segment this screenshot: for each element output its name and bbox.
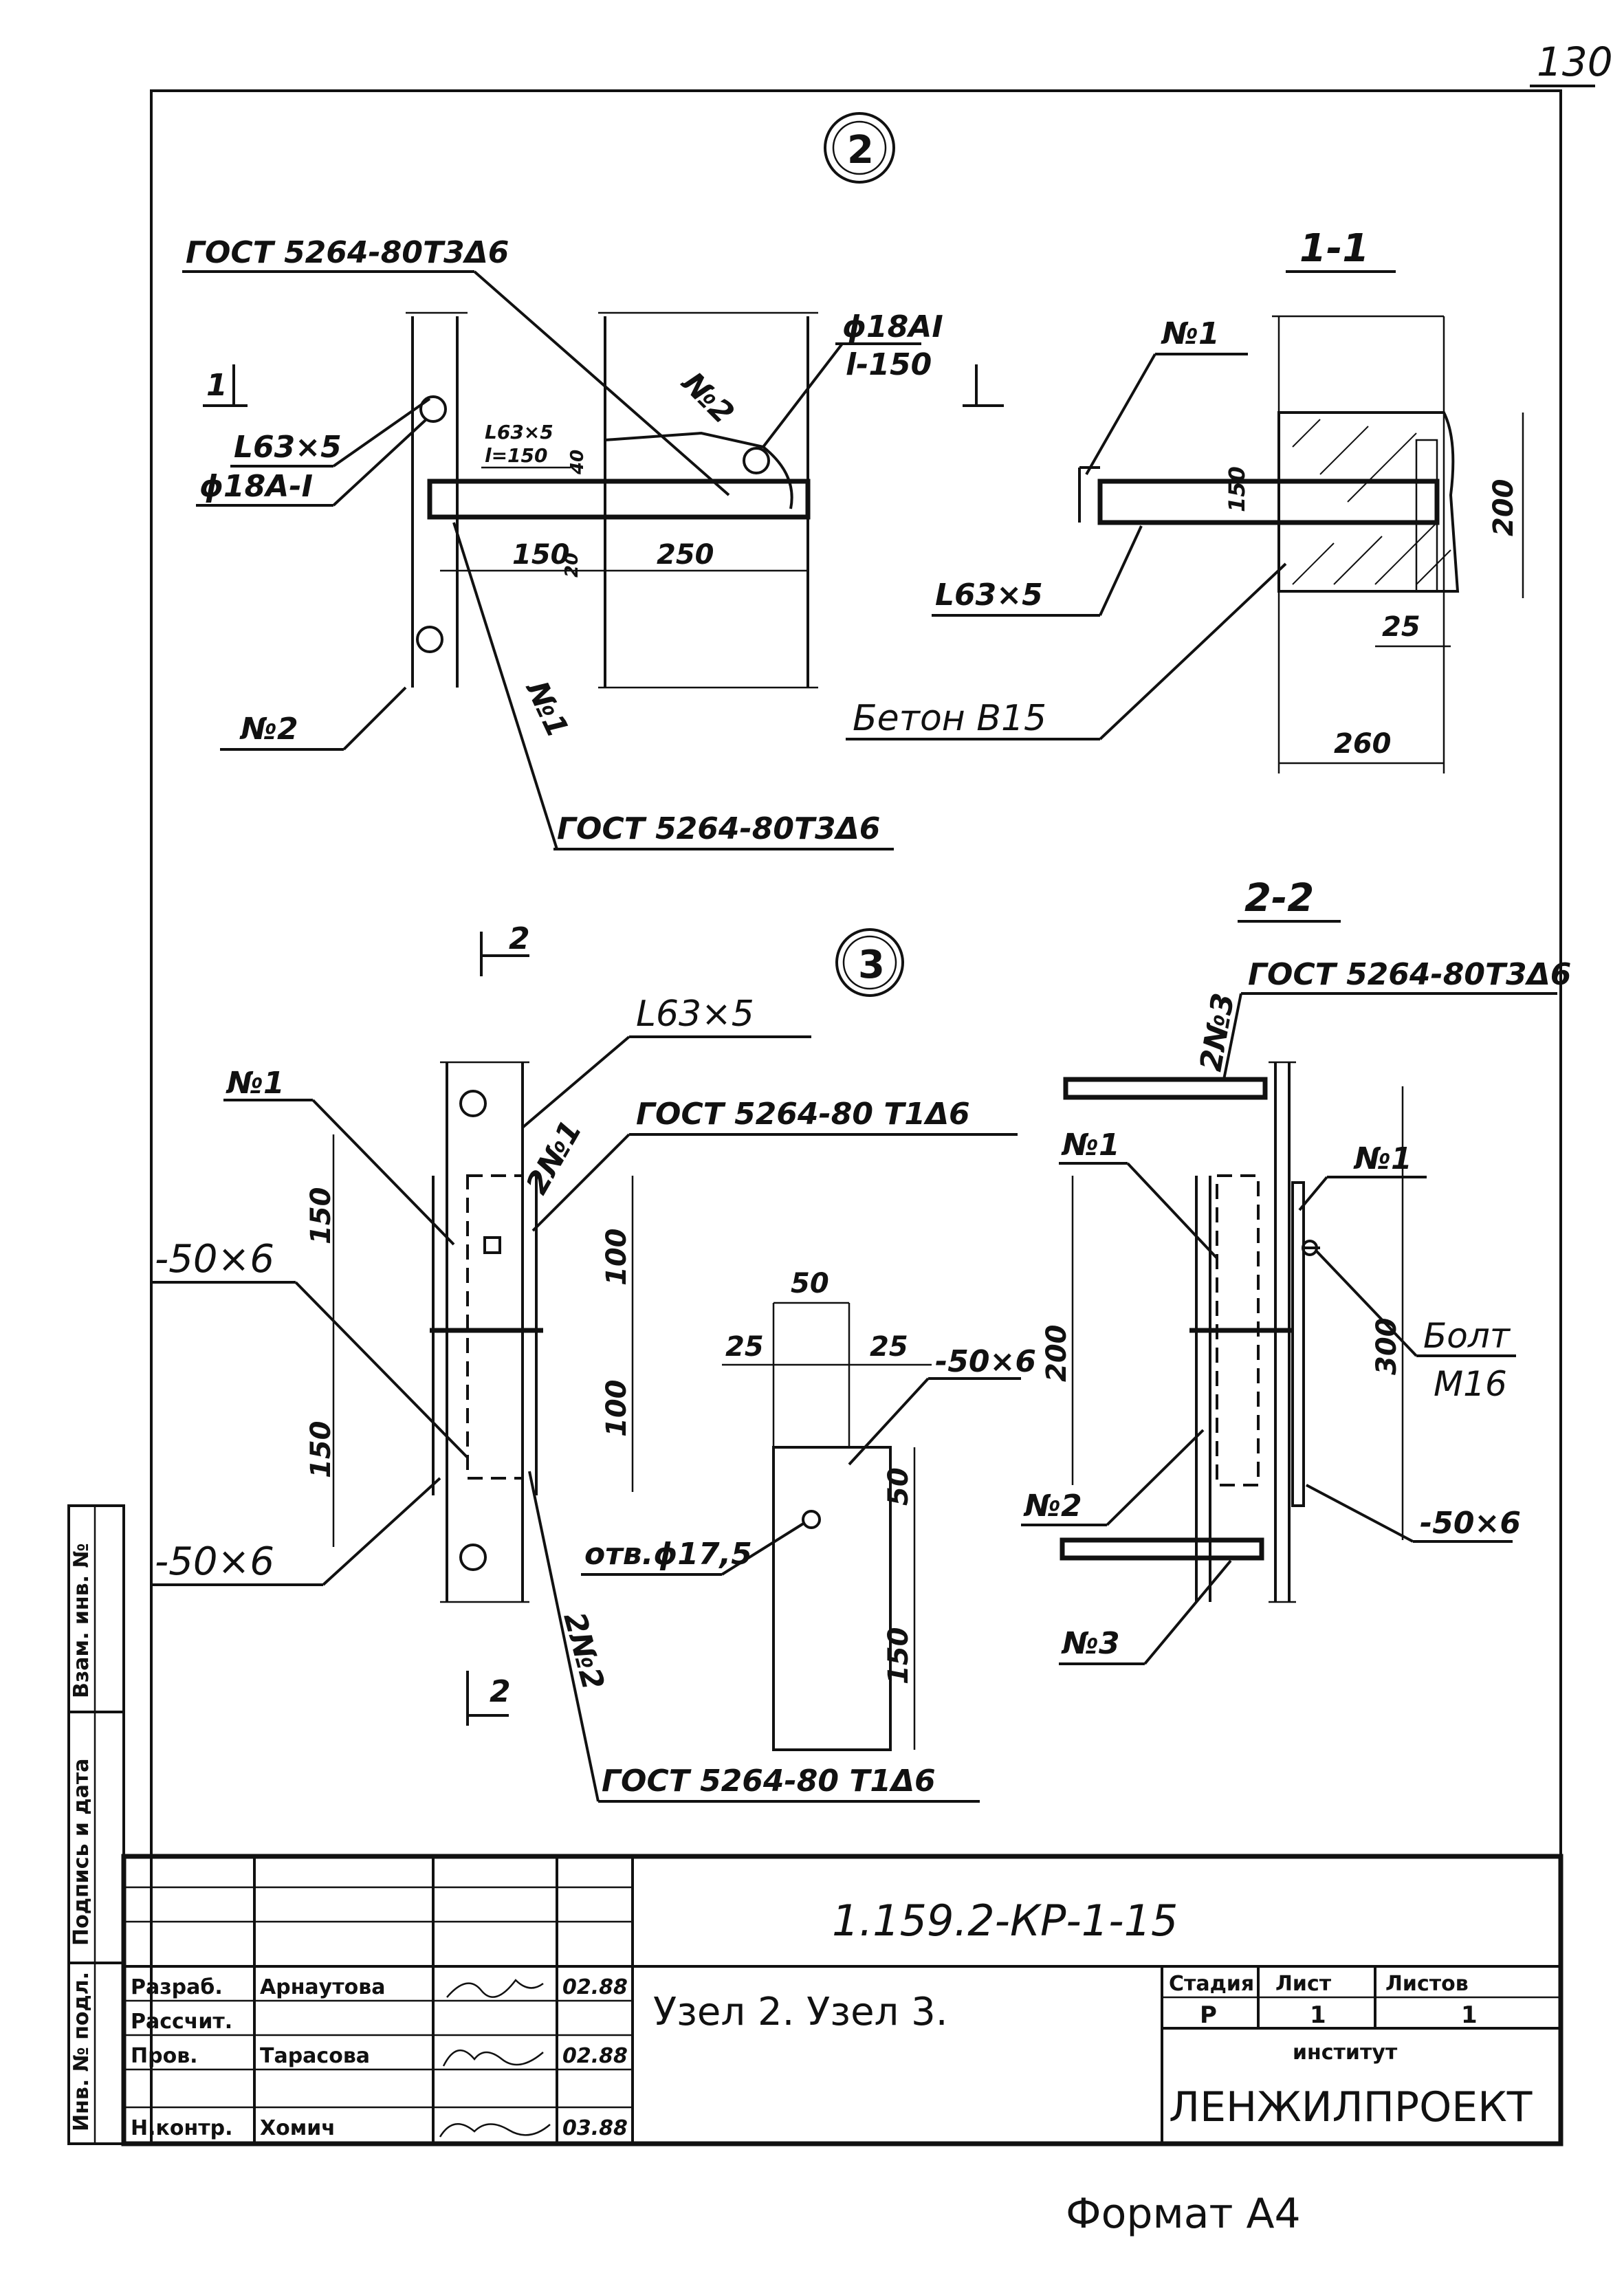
node-3-plate-top: -50×6 — [155, 1237, 274, 1282]
node-2-d18-right: ϕ18АI — [842, 309, 943, 344]
node-2-l63-inner: L63×5 — [485, 421, 553, 443]
plate-dim-50v: 50 — [883, 1467, 914, 1506]
node-2-d18-left: ϕ18А-I — [199, 469, 313, 504]
node-2-circle — [824, 112, 895, 184]
plate-dim-25b: 25 — [870, 1331, 908, 1363]
signature-4 — [439, 2122, 551, 2138]
section-1-1-title: 1-1 — [1299, 226, 1369, 271]
row-2-date: 02.88 — [562, 2044, 628, 2068]
section-1-1-l63x5: L63×5 — [935, 578, 1043, 613]
node-2-l150-inner: l=150 — [485, 444, 548, 467]
section-2-2-plate: -50×6 — [1420, 1506, 1521, 1541]
node-3-dim-150a: 150 — [305, 1187, 337, 1245]
node-2-gost-top: ГОСТ 5264-80Т3Δ6 — [186, 235, 509, 270]
node-2-cut-mark: 1 — [206, 368, 228, 403]
section-2-2-bolt-size: М16 — [1434, 1364, 1507, 1404]
section-2-2-dim-200: 200 — [1041, 1325, 1073, 1383]
node-2-dim-150: 150 — [512, 539, 570, 571]
node-3-cut-mark-top: 2 — [509, 921, 530, 956]
section-2-2-n3: №3 — [1061, 1626, 1120, 1661]
node-3-n1-2: 2№1 — [519, 1114, 589, 1200]
row-0-date: 02.88 — [562, 1975, 628, 1999]
plate-hole — [802, 1510, 821, 1529]
sheets-header: Листов — [1385, 1972, 1469, 1996]
node-3-gost-right: ГОСТ 5264-80 Т1Δ6 — [636, 1097, 970, 1132]
node-3-n1: №1 — [226, 1066, 285, 1101]
node-3-cut-mark-bottom: 2 — [490, 1674, 511, 1709]
node-2-n2-diag: №2 — [674, 364, 741, 431]
sheet-value: 1 — [1310, 2001, 1326, 2029]
node-2-l63x5-left: L63×5 — [234, 430, 342, 465]
plate-detail: 50 25 25 -50×6 50 150 отв.ϕ17,5 — [581, 1268, 1036, 1751]
section-2-2: 2-2 ГОСТ 5264-80Т3Δ6 2№3 №1 №1 200 — [1021, 876, 1571, 1665]
node-2-dim-20: 20 — [562, 553, 582, 578]
section-2-2-gost: ГОСТ 5264-80Т3Δ6 — [1248, 957, 1571, 992]
node-2-dim-40: 40 — [567, 450, 588, 475]
plate-dim-25a: 25 — [725, 1331, 764, 1363]
concrete-hatching — [1292, 419, 1451, 585]
signature-2 — [442, 2049, 544, 2067]
side-stamp: Взам. инв. № Подпись и дата Инв. № подл. — [67, 1504, 125, 2145]
stage-value: Р — [1200, 2001, 1217, 2029]
section-1-1-dim-150: 150 — [1224, 466, 1250, 512]
node-3-dim-100b: 100 — [601, 1380, 633, 1438]
node-3-dim-100a: 100 — [601, 1229, 633, 1286]
node-2-view: 2 ГОСТ 5264-80Т3Δ6 1 L63×5 ϕ18А-I L63×5 — [182, 112, 943, 850]
node-3-plate-bottom: -50×6 — [155, 1539, 274, 1584]
node-2-step: l-150 — [846, 347, 932, 382]
doc-code: 1.159.2-КР-1-15 — [832, 1896, 1178, 1946]
node-2-n1-diag: №1 — [518, 674, 575, 743]
plate-label: -50×6 — [935, 1344, 1036, 1379]
row-0-name: Арнаутова — [260, 1975, 385, 1999]
institute-label: институт — [1293, 2041, 1398, 2065]
section-1-1: 1-1 №1 150 200 L63×5 — [846, 226, 1524, 773]
section-2-2-bolt: Болт — [1423, 1316, 1511, 1356]
section-2-2-dim-300: 300 — [1371, 1318, 1403, 1376]
node-3-dim-150b: 150 — [305, 1421, 337, 1479]
node-3-n2-2: 2№2 — [556, 1609, 611, 1693]
row-4-date: 03.88 — [562, 2116, 628, 2140]
side-stamp-col1: Взам. инв. № — [69, 1543, 94, 1698]
row-4-name: Хомич — [260, 2116, 336, 2140]
section-1-1-concrete: Бетон В15 — [853, 698, 1046, 739]
section-1-1-dim-260: 260 — [1334, 728, 1392, 760]
plate-dim-50: 50 — [791, 1268, 829, 1299]
sheet-header: Лист — [1275, 1972, 1332, 1996]
side-stamp-col2: Подпись и дата — [69, 1759, 94, 1946]
node-2-gost-bottom: ГОСТ 5264-80Т3Δ6 — [557, 811, 880, 846]
section-2-2-n2: №2 — [1023, 1489, 1082, 1524]
title-block: 1.159.2-КР-1-15 Узел 2. Узел 3. Разраб. … — [121, 1854, 1563, 2146]
format-label: Формат А4 — [1066, 2190, 1301, 2238]
plate-hole-label: отв.ϕ17,5 — [584, 1537, 752, 1572]
node-3-l63x5: L63×5 — [636, 993, 754, 1035]
page-number: 130 — [1537, 39, 1613, 85]
section-1-1-dim-25: 25 — [1382, 611, 1420, 643]
section-1-1-n1: №1 — [1161, 316, 1220, 351]
section-1-1-dim-200: 200 — [1488, 479, 1519, 537]
institute-name: ЛЕНЖИЛПРОЕКТ — [1169, 2083, 1533, 2131]
node-2-number: 2 — [847, 128, 874, 173]
row-4-role: Н.контр. — [131, 2116, 232, 2140]
section-2-2-n3-2: 2№3 — [1194, 991, 1242, 1074]
row-2-role: Пров. — [131, 2044, 198, 2068]
node-3-gost-bottom: ГОСТ 5264-80 Т1Δ6 — [602, 1764, 936, 1799]
node-2-n2-left: №2 — [239, 712, 298, 747]
node-2-circle-inner — [832, 120, 887, 175]
row-1-role: Рассчит. — [131, 2010, 232, 2034]
sheets-value: 1 — [1461, 2001, 1478, 2029]
signature-0 — [446, 1979, 544, 1998]
plate-outline — [772, 1446, 892, 1751]
section-2-2-n1-left: №1 — [1061, 1128, 1120, 1163]
node-3-number: 3 — [858, 943, 885, 987]
row-2-name: Тарасова — [260, 2044, 370, 2068]
stage-header: Стадия — [1169, 1972, 1254, 1996]
plate-dim-150v: 150 — [883, 1627, 914, 1685]
node-2-dim-250: 250 — [657, 539, 714, 571]
side-stamp-col3: Инв. № подл. — [69, 1972, 94, 2131]
node-3-circle — [835, 928, 904, 997]
sheet-title: Узел 2. Узел 3. — [653, 1990, 948, 2034]
row-0-role: Разраб. — [131, 1975, 223, 1999]
section-2-2-title: 2-2 — [1244, 876, 1314, 921]
